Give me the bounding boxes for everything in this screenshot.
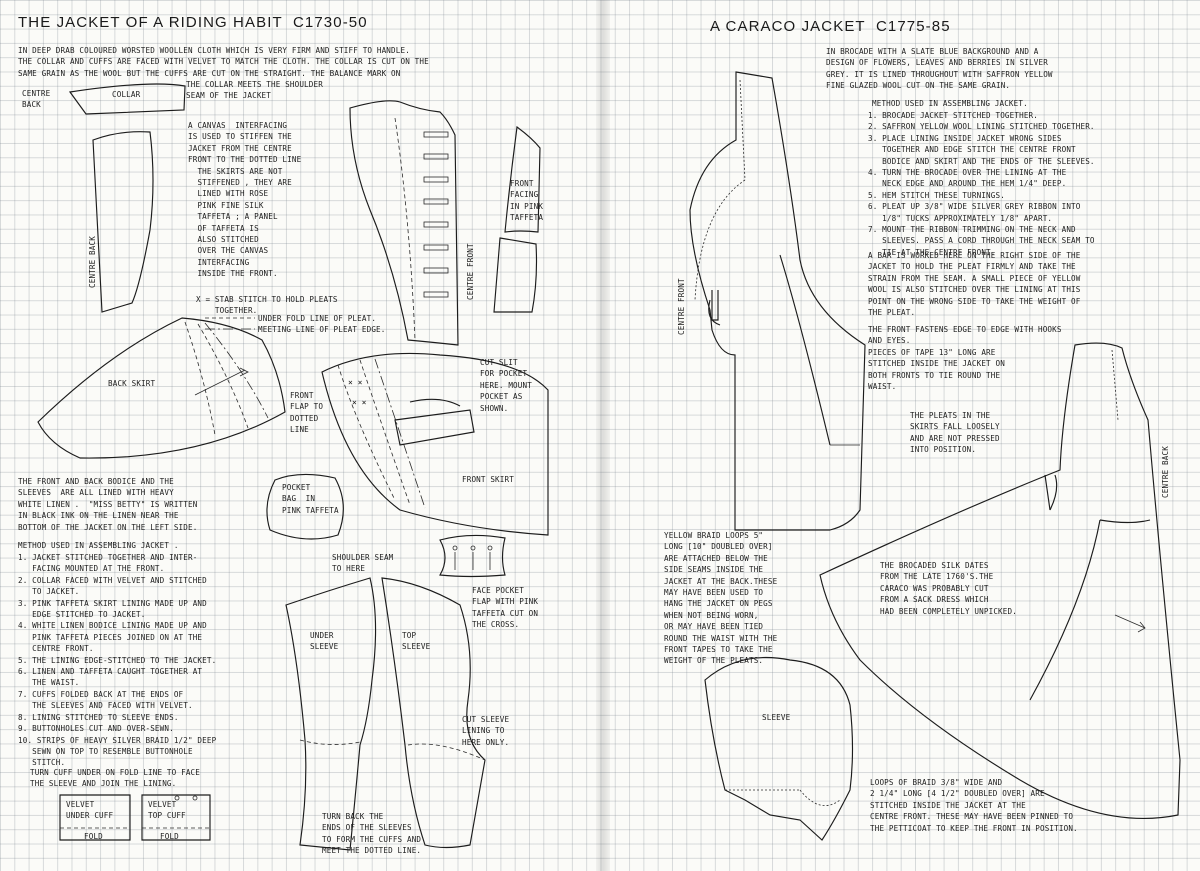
- braid-loops-front-note: LOOPS OF BRAID 3/8" WIDE AND 2 1/4" LONG…: [870, 778, 1078, 833]
- front-flap-label: FRONT FLAP TO DOTTED LINE: [290, 391, 324, 435]
- pleats-note: THE PLEATS IN THE SKIRTS FALL LOOSELY AN…: [910, 411, 1000, 455]
- velvet-top-cuff-label: VELVET TOP CUFF: [148, 800, 186, 821]
- bar-note: A BAR IS WORKED HERE ON THE RIGHT SIDE O…: [868, 251, 1081, 318]
- collar-piece: [68, 83, 186, 115]
- stab-stitch-legend: X = STAB STITCH TO HOLD PLEATS TOGETHER.: [196, 295, 338, 316]
- back-skirt-label: BACK SKIRT: [108, 379, 156, 388]
- sleeve-label: SLEEVE: [762, 713, 791, 722]
- left-page-title: THE JACKET OF A RIDING HABIT C1730-50: [18, 14, 368, 31]
- front-facing-lower-piece: [493, 237, 538, 313]
- velvet-cuff-pieces: [59, 794, 211, 841]
- front-bodice-centre-front-label: CENTRE FRONT: [466, 243, 475, 300]
- collar-note: THE COLLAR MEETS THE SHOULDER SEAM OF TH…: [186, 80, 323, 101]
- pocket-bag-label: POCKET BAG IN PINK TAFFETA: [282, 483, 339, 515]
- caraco-front-piece: [689, 71, 866, 531]
- caraco-sleeve-piece: [704, 657, 854, 841]
- collar-label: COLLAR: [112, 90, 141, 99]
- collar-centre-back-label: CENTRE BACK: [22, 89, 51, 110]
- shoulder-seam-note: SHOULDER SEAM TO HERE: [332, 553, 394, 574]
- caraco-centre-back-label: CENTRE BACK: [1161, 446, 1170, 498]
- brocaded-silk-note: THE BROCADED SILK DATES FROM THE LATE 17…: [880, 561, 1017, 616]
- left-intro-text: IN DEEP DRAB COLOURED WORSTED WOOLLEN CL…: [18, 46, 429, 78]
- back-bodice-centre-back-label: CENTRE BACK: [88, 236, 97, 288]
- under-sleeve-piece: [285, 577, 377, 851]
- left-method-steps: 1. JACKET STITCHED TOGETHER AND INTER- F…: [18, 553, 217, 768]
- caraco-back-piece: [819, 342, 1181, 820]
- caraco-centre-front-label: CENTRE FRONT: [677, 278, 686, 335]
- face-pocket-flap-note: FACE POCKET FLAP WITH PINK TAFFETA CUT O…: [472, 586, 539, 630]
- caraco-back-lower-seam: [1044, 474, 1051, 511]
- lining-note: THE FRONT AND BACK BODICE AND THE SLEEVE…: [18, 477, 198, 532]
- front-facing-label: FRONT FACING IN PINK TAFFETA: [510, 179, 544, 223]
- pleat-legend: [205, 317, 255, 330]
- left-method-title: METHOD USED IN ASSEMBLING JACKET .: [18, 541, 179, 550]
- svg-text:× ×: × ×: [348, 378, 363, 387]
- fasten-note: THE FRONT FASTENS EDGE TO EDGE WITH HOOK…: [868, 325, 1062, 392]
- front-bodice-piece: [349, 100, 459, 346]
- front-skirt-piece: × × × ×: [321, 352, 549, 536]
- pocket-flap-piece: [439, 534, 506, 578]
- under-sleeve-label: UNDER SLEEVE: [310, 631, 339, 652]
- braid-loops-note: YELLOW BRAID LOOPS 5" LONG [10" DOUBLED …: [664, 531, 778, 666]
- under-fold-legend: UNDER FOLD LINE OF PLEAT.: [258, 314, 377, 323]
- turn-back-cuffs-note: TURN BACK THE ENDS OF THE SLEEVES TO FOR…: [322, 812, 422, 856]
- cuff-note: TURN CUFF UNDER ON FOLD LINE TO FACE THE…: [30, 768, 200, 789]
- velvet-under-cuff-label: VELVET UNDER CUFF: [66, 800, 114, 821]
- front-facing-piece: [504, 125, 541, 233]
- top-sleeve-piece: [381, 577, 486, 849]
- canvas-interfacing-note: A CANVAS INTERFACING IS USED TO STIFFEN …: [188, 121, 302, 279]
- top-sleeve-label: TOP SLEEVE: [402, 631, 431, 652]
- svg-text:× ×: × ×: [352, 398, 367, 407]
- right-method-title: METHOD USED IN ASSEMBLING JACKET.: [872, 99, 1028, 108]
- book-gutter: [596, 0, 610, 871]
- cut-slit-note: CUT SLIT FOR POCKET HERE. MOUNT POCKET A…: [480, 358, 532, 413]
- right-intro-text: IN BROCADE WITH A SLATE BLUE BACKGROUND …: [826, 47, 1053, 91]
- under-cuff-fold-label: FOLD: [84, 832, 103, 841]
- back-skirt-piece: [37, 317, 286, 459]
- cut-sleeve-lining-note: CUT SLEEVE LINING TO HERE ONLY.: [462, 715, 510, 747]
- front-skirt-label: FRONT SKIRT: [462, 475, 514, 484]
- pocket-bag-piece: [266, 473, 344, 540]
- meeting-line-legend: MEETING LINE OF PLEAT EDGE.: [258, 325, 386, 334]
- right-method-steps: 1. BROCADE JACKET STITCHED TOGETHER. 2. …: [868, 111, 1095, 257]
- top-cuff-fold-label: FOLD: [160, 832, 179, 841]
- back-bodice-piece: [92, 131, 154, 313]
- right-page-title: A CARACO JACKET C1775-85: [710, 18, 951, 35]
